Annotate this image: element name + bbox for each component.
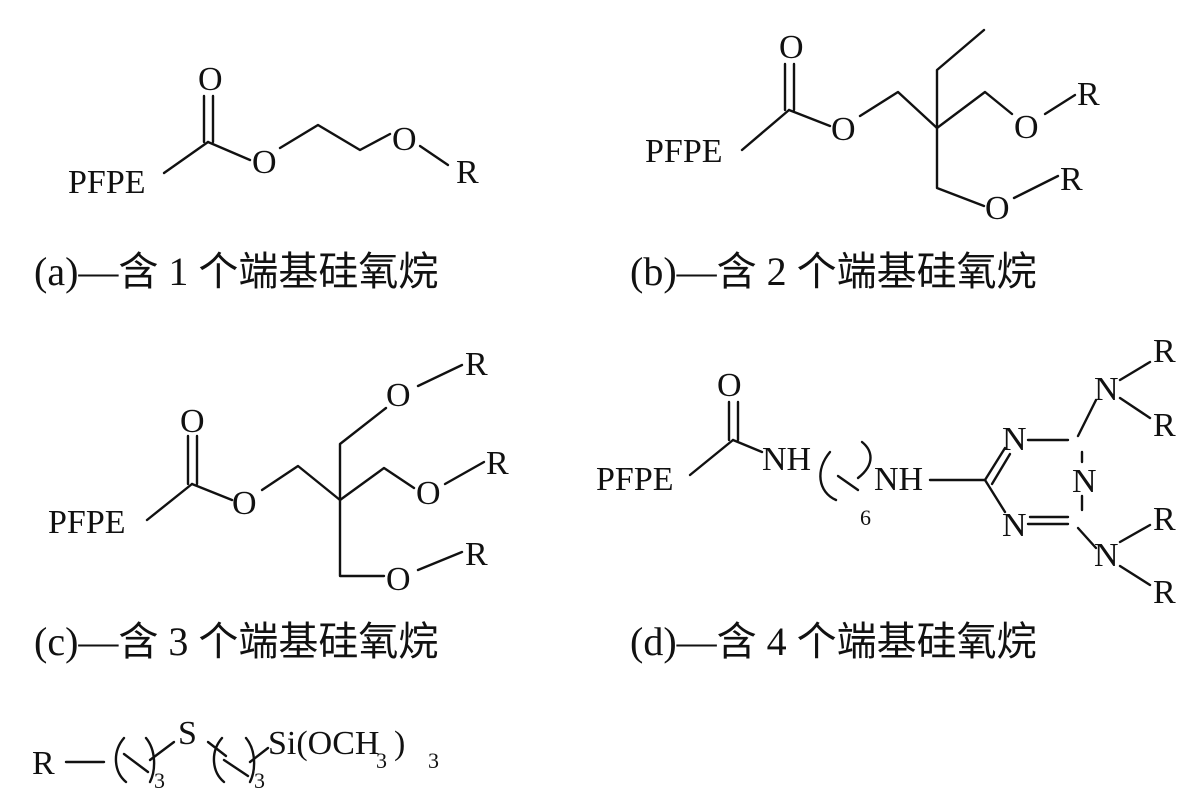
structure-d-amine-n-1: N [1094,371,1119,408]
structure-a-ether-oxygen: O [392,121,417,158]
structure-a-pfpe-label: PFPE [68,164,146,201]
structure-d-bonds [688,360,1152,587]
structure-d-chain-subscript: 6 [860,505,871,530]
r-group-definition-bonds [64,736,270,784]
structure-b-ether-oxygen-1: O [1014,109,1039,146]
structure-b-r-group-2: R [1060,161,1083,198]
r-group-definition-sulfur: S [178,715,197,752]
structure-d-carbonyl-oxygen: O [717,367,742,404]
structure-c-ether-oxygen-2: O [416,475,441,512]
structure-d-r-group-4: R [1153,574,1176,611]
structure-d-r-group-2: R [1153,407,1176,444]
r-group-definition-r-label: R [32,745,55,782]
structure-c-caption: (c)—含 3 个端基硅氧烷 [34,619,438,664]
r-group-definition-subscript-2: 3 [254,768,265,793]
r-group-definition-subscript-1: 3 [154,768,165,793]
structure-a-caption: (a)—含 1 个端基硅氧烷 [34,249,438,294]
structure-c: PFPE O O O R O R O R (c)—含 3 个端基硅氧烷 [34,346,509,664]
r-group-definition-close-paren: ) [394,725,405,762]
structure-b-ether-oxygen-2: O [985,190,1010,227]
structure-c-carbonyl-oxygen: O [180,403,205,440]
structure-d-r-group-3: R [1153,501,1176,538]
structure-b-r-group-1: R [1077,76,1100,113]
structure-c-r-group-2: R [486,445,509,482]
structure-a-r-group: R [456,154,479,191]
structure-b-bonds [740,28,1077,208]
structure-a-ester-oxygen: O [252,144,277,181]
structure-d: PFPE O NH 6 NH N N N N R R N R R (d)—含 4… [596,333,1176,664]
structure-d-triazine-n-1: N [1002,421,1027,458]
structure-d-amine-nh: NH [874,461,923,498]
structure-c-pfpe-label: PFPE [48,504,126,541]
structure-b-ester-oxygen: O [831,111,856,148]
structure-b-caption: (b)—含 2 个端基硅氧烷 [630,249,1037,294]
structure-a: PFPE O O O R (a)—含 1 个端基硅氧烷 [34,61,479,294]
structure-d-pfpe-label: PFPE [596,461,674,498]
r-group-definition-subscript-3: 3 [376,748,387,773]
structure-c-r-group-3: R [465,536,488,573]
structure-d-amide-nh: NH [762,441,811,478]
structure-c-ether-oxygen-3: O [386,561,411,598]
structure-a-carbonyl-oxygen: O [198,61,223,98]
structure-a-bonds [162,94,450,175]
structure-d-amine-n-2: N [1094,537,1119,574]
structure-c-r-group-1: R [465,346,488,383]
structure-d-caption: (d)—含 4 个端基硅氧烷 [630,619,1037,664]
structure-d-triazine-n-3: N [1002,507,1027,544]
r-group-definition-subscript-4: 3 [428,748,439,773]
structure-d-r-group-1: R [1153,333,1176,370]
structure-b-carbonyl-oxygen: O [779,29,804,66]
structure-c-bonds [145,363,486,578]
structure-d-triazine-n-2: N [1072,463,1097,500]
r-group-definition: R 3 S 3 Si(OCH 3 ) 3 [32,715,439,793]
structure-c-ester-oxygen: O [232,485,257,522]
r-group-definition-silicon-group: Si(OCH [268,725,379,762]
structure-b-pfpe-label: PFPE [645,133,723,170]
structure-c-ether-oxygen-1: O [386,377,411,414]
structure-b: PFPE O O O R O R (b)—含 2 个端基硅氧烷 [630,28,1100,294]
